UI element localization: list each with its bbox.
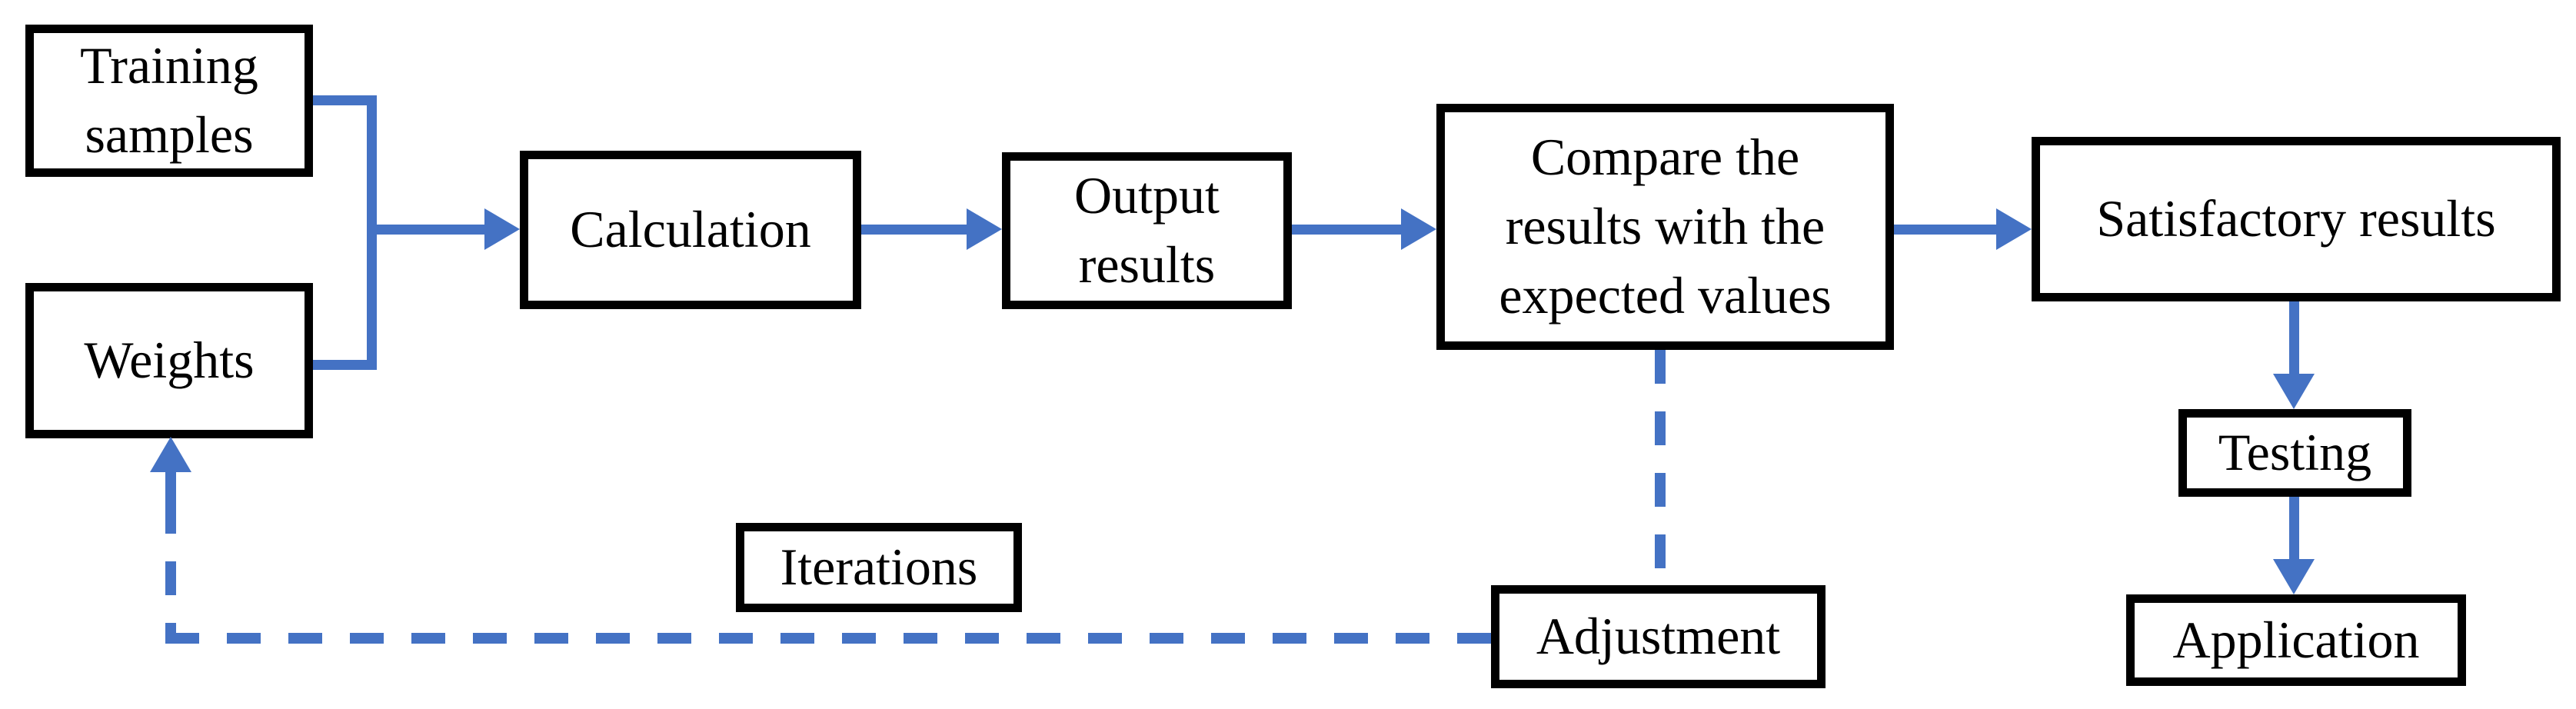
node-calculation-label: Calculation (570, 200, 811, 259)
node-satisfactory-results-label: Satisfactory results (2096, 189, 2496, 248)
node-adjustment: Adjustment (1491, 585, 1825, 688)
node-training-samples-label: Training samples (80, 36, 258, 164)
arrow-calculation-to-output-shaft (861, 225, 967, 235)
connector-training-samples-branch (313, 95, 376, 105)
node-application: Application (2126, 594, 2466, 686)
arrow-testing-to-application-head (2273, 559, 2315, 594)
node-output-results: Output results (1002, 152, 1292, 309)
node-weights-label: Weights (84, 331, 255, 390)
node-output-results-label: Output results (1074, 166, 1220, 294)
node-training-samples: Training samples (25, 25, 313, 177)
arrow-satisfactory-to-testing-shaft (2289, 301, 2299, 374)
arrow-merge-to-calculation-shaft (371, 225, 484, 235)
arrow-compare-to-satisfactory-head (1996, 208, 2032, 250)
arrow-testing-to-application-shaft (2289, 497, 2299, 559)
arrow-satisfactory-to-testing-head (2273, 374, 2315, 409)
arrow-feedback-to-weights-stem (165, 471, 176, 503)
node-application-label: Application (2172, 610, 2420, 669)
arrow-merge-to-calculation-head (484, 208, 520, 250)
arrow-feedback-to-weights-head (150, 437, 191, 472)
node-testing: Testing (2178, 409, 2411, 497)
dashed-line-adjustment-to-weights-horizontal (165, 633, 1491, 644)
node-satisfactory-results: Satisfactory results (2032, 137, 2561, 301)
node-weights: Weights (25, 283, 313, 438)
node-iterations: Iterations (736, 523, 1022, 612)
node-iterations-label: Iterations (780, 538, 978, 597)
node-compare: Compare the results with the expected va… (1436, 104, 1894, 350)
arrow-output-to-compare-head (1401, 208, 1436, 250)
node-compare-label: Compare the results with the expected va… (1499, 128, 1832, 325)
dashed-line-compare-to-adjustment (1655, 350, 1666, 585)
dashed-line-adjustment-to-weights-vertical (165, 500, 176, 638)
arrow-compare-to-satisfactory-shaft (1894, 225, 1996, 235)
arrow-output-to-compare-shaft (1292, 225, 1401, 235)
node-calculation: Calculation (520, 151, 861, 309)
node-adjustment-label: Adjustment (1536, 607, 1781, 666)
node-testing-label: Testing (2218, 423, 2372, 482)
arrow-calculation-to-output-head (967, 208, 1002, 250)
connector-weights-branch (313, 360, 376, 370)
